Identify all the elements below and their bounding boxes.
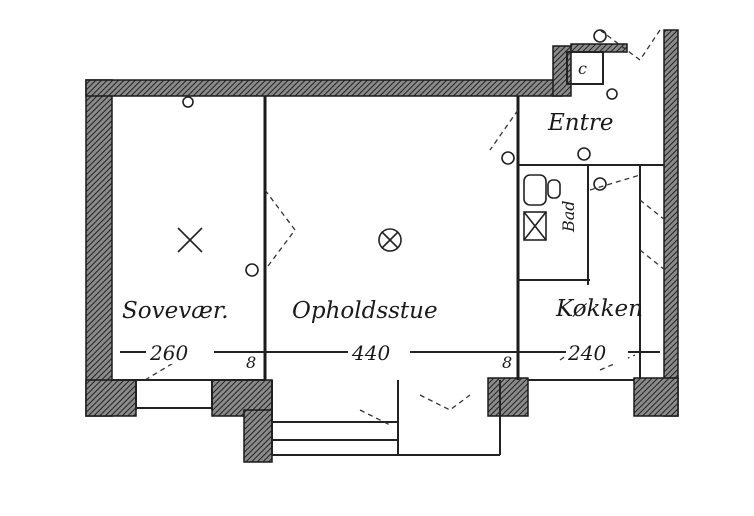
dim-wall-right: 8 bbox=[502, 353, 512, 372]
label-kitchen: Køkken bbox=[555, 296, 643, 322]
dim-kitchen-width: 240 bbox=[567, 341, 606, 365]
closet bbox=[566, 51, 604, 85]
label-living-room: Opholdsstue bbox=[292, 298, 438, 324]
dim-wall-left: 8 bbox=[246, 353, 256, 372]
outer-walls bbox=[85, 29, 679, 463]
label-bedroom: Sovevær. bbox=[122, 298, 229, 324]
dim-bedroom-width: 260 bbox=[149, 341, 188, 365]
light-symbols bbox=[177, 29, 618, 277]
label-entry: Entre bbox=[547, 110, 613, 136]
label-closet: c bbox=[578, 59, 587, 78]
interior-walls bbox=[112, 96, 664, 456]
bath-fixtures bbox=[523, 174, 561, 241]
label-bath: Bad bbox=[559, 200, 578, 233]
dim-bg-bedroom bbox=[146, 340, 214, 364]
dim-bg-kitchen bbox=[566, 340, 628, 364]
dim-bg-living bbox=[348, 340, 410, 364]
dim-living-width: 440 bbox=[351, 341, 390, 365]
